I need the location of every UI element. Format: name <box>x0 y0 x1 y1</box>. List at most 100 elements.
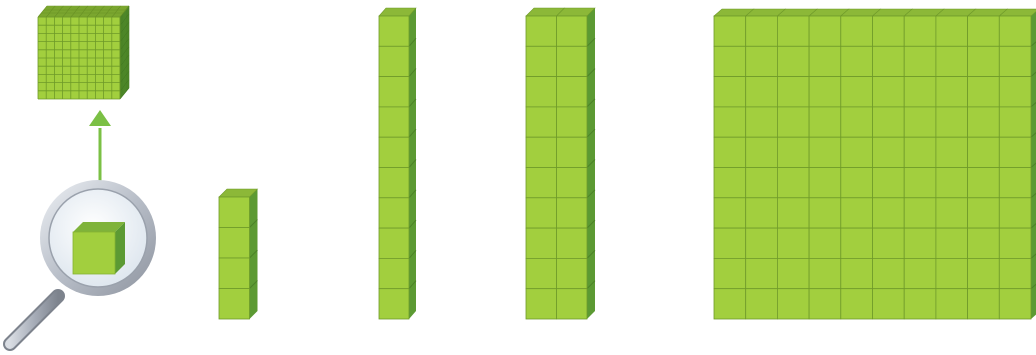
unit-cube <box>557 46 588 76</box>
unit-cube <box>379 258 409 288</box>
ten-rods-of-10-cubes <box>714 9 1036 319</box>
unit-cube <box>777 46 809 76</box>
unit-cube <box>999 228 1031 258</box>
unit-cube <box>873 258 905 288</box>
unit-cube <box>746 77 778 107</box>
unit-cube <box>809 16 841 46</box>
unit-cube <box>714 168 746 198</box>
unit-cube <box>777 198 809 228</box>
unit-cube <box>557 137 588 167</box>
rod-of-10-cubes <box>379 8 416 319</box>
two-rods-of-10-cubes <box>526 8 595 319</box>
unit-cube <box>379 46 409 76</box>
unit-cube <box>526 46 557 76</box>
unit-cube <box>777 168 809 198</box>
unit-cube <box>809 168 841 198</box>
unit-cube <box>526 228 557 258</box>
unit-cube <box>526 137 557 167</box>
unit-cube <box>968 137 1000 167</box>
unit-cube <box>873 137 905 167</box>
unit-cube <box>219 197 250 228</box>
unit-cube <box>746 16 778 46</box>
unit-cube <box>809 46 841 76</box>
unit-cube <box>379 168 409 198</box>
unit-cube <box>777 258 809 288</box>
unit-cube <box>714 16 746 46</box>
unit-cube <box>557 228 588 258</box>
unit-cube <box>904 46 936 76</box>
unit-cube <box>714 198 746 228</box>
unit-cube <box>379 228 409 258</box>
unit-cube <box>841 16 873 46</box>
unit-cube <box>714 258 746 288</box>
magnifier-handle <box>10 296 58 344</box>
unit-cube <box>379 198 409 228</box>
unit-cube <box>714 137 746 167</box>
unit-cube <box>746 137 778 167</box>
unit-cube <box>526 16 557 46</box>
unit-cube <box>219 289 250 320</box>
unit-cube-icon <box>73 222 125 274</box>
unit-cube <box>841 77 873 107</box>
unit-cube <box>841 46 873 76</box>
unit-cube <box>746 258 778 288</box>
unit-cube <box>777 16 809 46</box>
unit-cube <box>904 198 936 228</box>
unit-cube <box>904 228 936 258</box>
unit-cube <box>809 107 841 137</box>
unit-cube <box>526 289 557 319</box>
unit-cube <box>904 77 936 107</box>
unit-cube <box>936 46 968 76</box>
unit-cube <box>968 258 1000 288</box>
unit-cube <box>968 107 1000 137</box>
unit-cube <box>968 289 1000 319</box>
unit-cube <box>999 16 1031 46</box>
unit-cube <box>746 289 778 319</box>
unit-cube <box>841 228 873 258</box>
unit-cube <box>777 228 809 258</box>
unit-cube <box>968 77 1000 107</box>
unit-cube <box>968 228 1000 258</box>
unit-cube <box>873 168 905 198</box>
unit-cube <box>379 77 409 107</box>
unit-cube <box>936 168 968 198</box>
unit-cube <box>379 289 409 319</box>
unit-cube <box>557 289 588 319</box>
unit-cube <box>873 228 905 258</box>
unit-cube <box>379 107 409 137</box>
unit-cube <box>904 16 936 46</box>
unit-cube <box>777 107 809 137</box>
unit-cube <box>809 137 841 167</box>
unit-cube <box>999 198 1031 228</box>
unit-cube <box>809 228 841 258</box>
unit-cube <box>999 77 1031 107</box>
unit-cube <box>809 258 841 288</box>
unit-cube <box>904 168 936 198</box>
unit-cube <box>746 168 778 198</box>
unit-cube <box>936 137 968 167</box>
unit-cube <box>746 107 778 137</box>
unit-cube <box>841 198 873 228</box>
unit-cube <box>968 16 1000 46</box>
unit-cube <box>526 168 557 198</box>
unit-cube <box>777 137 809 167</box>
unit-cube <box>746 228 778 258</box>
unit-cube <box>873 107 905 137</box>
unit-cube <box>904 137 936 167</box>
unit-cube <box>841 107 873 137</box>
unit-cube <box>714 77 746 107</box>
unit-cube <box>999 258 1031 288</box>
unit-cube <box>219 258 250 289</box>
magnifying-glass-icon <box>10 180 156 344</box>
unit-cube <box>557 258 588 288</box>
unit-cube <box>557 16 588 46</box>
unit-cube <box>873 46 905 76</box>
unit-cube <box>526 258 557 288</box>
unit-cube <box>557 198 588 228</box>
unit-cube <box>999 168 1031 198</box>
unit-cube <box>714 289 746 319</box>
unit-cube <box>968 198 1000 228</box>
unit-cube <box>714 228 746 258</box>
unit-cube <box>526 107 557 137</box>
